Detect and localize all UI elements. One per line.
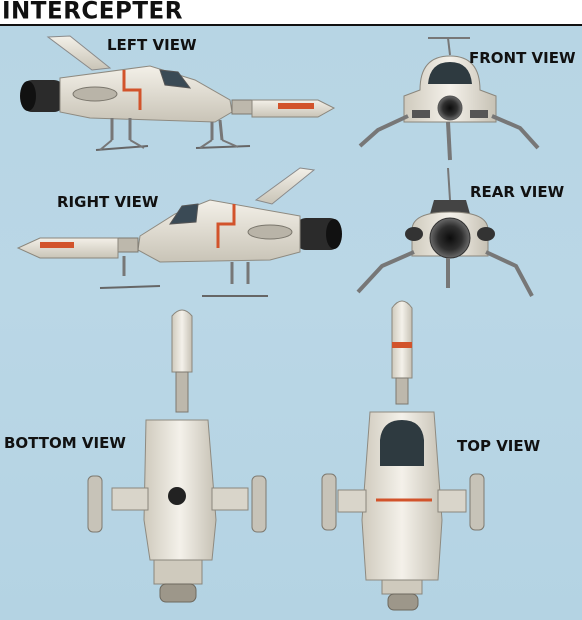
bottom-view-craft <box>87 309 267 603</box>
rear-view-label: REAR VIEW <box>470 183 565 201</box>
top-view-craft <box>321 300 485 611</box>
right-view-craft <box>16 167 342 297</box>
left-view-craft <box>20 35 336 151</box>
bottom-view-label: BOTTOM VIEW <box>4 434 126 452</box>
right-view-label: RIGHT VIEW <box>57 193 159 211</box>
left-view-label: LEFT VIEW <box>107 36 197 54</box>
front-view-craft <box>358 37 540 161</box>
title-rule <box>0 24 582 26</box>
front-view-label: FRONT VIEW <box>469 49 576 67</box>
rear-view-craft <box>356 167 534 297</box>
page-title: INTERCEPTER <box>2 0 183 25</box>
top-view-label: TOP VIEW <box>457 437 541 455</box>
title-bar: INTERCEPTER <box>0 0 582 25</box>
